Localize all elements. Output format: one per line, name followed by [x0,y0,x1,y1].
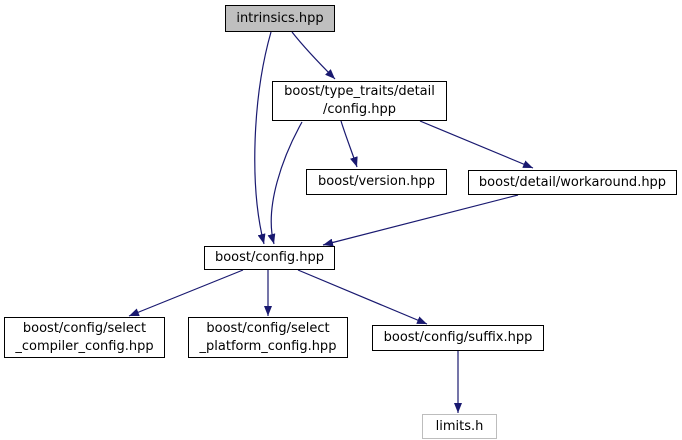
node-boost-config-select-compiler-config-hpp[interactable]: boost/config/select _compiler_config.hpp [4,317,165,358]
node-label: boost/type_traits/detail /config.hpp [284,84,435,117]
edge-config-to-select-compiler [128,269,244,317]
node-label: boost/config.hpp [214,250,325,266]
node-label: boost/config/select _compiler_config.hpp [15,320,154,354]
edge-type-traits-config-to-workaround [419,120,534,169]
edge-intrinsics-to-config [254,31,272,245]
node-label: boost/config/suffix.hpp [383,330,533,346]
edge-type-traits-config-to-config [267,121,303,245]
node-label: limits.h [435,418,484,434]
node-limits-h: limits.h [422,414,497,439]
node-label: boost/detail/workaround.hpp [478,174,667,190]
node-label: boost/version.hpp [318,174,435,190]
node-boost-type-traits-detail-config-hpp[interactable]: boost/type_traits/detail /config.hpp [272,81,447,121]
node-boost-config-hpp[interactable]: boost/config.hpp [204,246,335,270]
edge-intrinsics-to-type-traits-config [291,31,336,80]
node-label: boost/config/select _platform_config.hpp [199,320,337,354]
edge-type-traits-config-to-version [340,120,358,168]
node-label: intrinsics.hpp [236,10,324,26]
edge-workaround-to-config [322,194,519,247]
edge-config-to-suffix [297,269,428,325]
node-boost-config-suffix-hpp[interactable]: boost/config/suffix.hpp [372,325,544,351]
node-boost-config-select-platform-config-hpp[interactable]: boost/config/select _platform_config.hpp [188,317,348,358]
node-boost-detail-workaround-hpp[interactable]: boost/detail/workaround.hpp [468,170,677,195]
node-boost-version-hpp[interactable]: boost/version.hpp [306,169,447,195]
node-intrinsics-hpp: intrinsics.hpp [225,5,335,32]
